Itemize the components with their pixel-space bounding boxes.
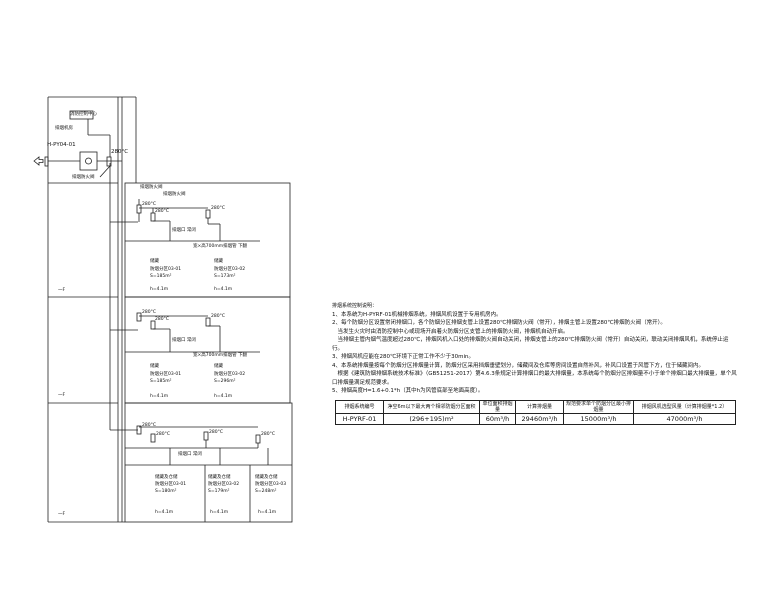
table-header: 排烟风机选型风量（计算排烟量*1.2） (633, 399, 736, 414)
floor3-temp-2: 280°C (156, 432, 170, 437)
zone-area: S=296m² (214, 379, 236, 384)
zone-id: 防烟分区03-02 (214, 372, 246, 377)
table-header: 净空6m以下最大两个相邻防烟分区面积 (383, 399, 480, 414)
note-line: 根据《建筑防烟排烟系统技术标准》（GB51251-2017）第4.6.3条规定计… (332, 371, 737, 386)
fan-room-label: 排烟机房 (55, 126, 73, 131)
fire-damper-label: 排烟防火阀 (72, 175, 95, 180)
zone-height: h=4.1m (210, 510, 229, 515)
table-header-row: 排烟系统编号 净空6m以下最大两个相邻防烟分区面积 单位面积排烟量 计算排烟量 … (335, 399, 736, 414)
floor2-duct-size: 宽×高700mm排烟管 下翻 (193, 353, 248, 358)
control-center-label: 消防控制中心 (70, 112, 97, 117)
zone-area: S=248m² (255, 489, 277, 494)
zone-height: h=4.1m (150, 394, 169, 399)
floor3-outlet-note: 排烟口 常闭 (178, 452, 202, 457)
table-header: 单位面积排烟量 (479, 399, 516, 414)
table-header: 排烟系统编号 (335, 399, 384, 414)
damper-temp-label: 280°C (111, 149, 129, 155)
table-cell: 29460m³/h (515, 412, 564, 425)
zone-area: S=185m² (150, 274, 172, 279)
floor1-damper-label-2: 排烟防火阀 (163, 192, 186, 197)
zone-id: 防烟分区03-01 (150, 267, 182, 272)
zone-name: 储藏 (150, 364, 159, 369)
zone-name: 储藏 (214, 364, 223, 369)
note-line: 5、排烟高度H=1.6+0.1*h（其中h为风管底部至地面高度）。 (332, 388, 484, 394)
note-line: 3、排烟风机应能在280℃环境下正常工作不少于30min。 (332, 354, 475, 360)
table-cell: 60m³/h (479, 412, 516, 425)
zone-id: 防烟分区03-01 (150, 372, 182, 377)
zone-area: S=173m² (214, 274, 236, 279)
zone-name: 储藏及仓储 (155, 475, 178, 480)
zone-id: 防烟分区03-02 (214, 267, 246, 272)
floor2-temp-2: 280°C (155, 317, 169, 322)
control-notes: 排烟系统控制说明： 1、本系统为H-PYRF-01机械排烟系统，排烟风机设置于专… (332, 302, 737, 425)
floor2-temp-3: 280°C (211, 314, 225, 319)
table-header: 计算排烟量 (515, 399, 564, 414)
floor3-temp-1: 280°C (142, 423, 156, 428)
note-line: 当排烟主管内烟气温度超过280℃，排烟风机入口处的排烟防火阀自动关闭，排烟支管上… (332, 337, 729, 352)
floor1-label: 一F (58, 288, 66, 293)
note-line: 4、本系统排烟量按每个防烟分区排烟量计算，防烟分区采用挡烟垂壁划分，储藏间及仓库… (332, 362, 705, 369)
zone-name: 储藏及仓储 (208, 475, 231, 480)
note-line: 2、每个防烟分区设置常闭排烟口，各个防烟分区排烟支管上设置280℃排烟防火阀（常… (332, 320, 666, 326)
note-line: 1、本系统为H-PYRF-01机械排烟系统，排烟风机设置于专用机房内。 (332, 311, 502, 318)
floor2-temp-1: 280°C (142, 310, 156, 315)
table-cell: (296+195)m² (383, 412, 480, 425)
zone-height: h=4.1m (214, 394, 233, 399)
floor1-duct-size: 宽×高700mm排烟管 下翻 (193, 244, 248, 249)
table-header: 规范要求单个防烟分区最小排烟量 (563, 399, 634, 414)
zone-name: 储藏及仓储 (255, 475, 278, 480)
floor2-label: 一F (58, 393, 66, 398)
table-cell: 47000m³/h (633, 412, 736, 425)
notes-title: 排烟系统控制说明： (332, 303, 378, 309)
table-cell: H-PYRF-01 (335, 412, 384, 425)
floor1-temp-2: 280°C (155, 209, 169, 214)
zone-name: 储藏 (214, 259, 223, 264)
floor2-outlet-note: 排烟口 常闭 (172, 338, 196, 343)
zone-id: 防烟分区03-02 (208, 482, 240, 487)
zone-area: S=185m² (150, 379, 172, 384)
zone-area: S=180m² (155, 489, 177, 494)
floor1-outlet-note: 排烟口 常闭 (172, 228, 196, 233)
zone-height: h=4.1m (258, 510, 277, 515)
floor1-damper-label: 排烟防火阀 (140, 185, 163, 190)
table-row: H-PYRF-01 (296+195)m² 60m³/h 29460m³/h 1… (335, 412, 736, 425)
note-line: 当发生火灾时由消防控制中心或现场开启着火防烟分区支管上的排烟防火阀，排烟机自动开… (332, 328, 569, 335)
zone-height: h=4.1m (214, 287, 233, 292)
zone-name: 储藏 (150, 259, 159, 264)
floor3-temp-3: 280°C (209, 430, 223, 435)
floor1-temp-1: 280°C (142, 202, 156, 207)
floor3-temp-4: 280°C (261, 432, 275, 437)
table-cell: 15000m³/h (563, 412, 634, 425)
smoke-exhaust-table: 排烟系统编号 净空6m以下最大两个相邻防烟分区面积 单位面积排烟量 计算排烟量 … (335, 399, 736, 425)
fan-tag: H-PY04-01 (47, 142, 76, 148)
floor1-temp-3: 280°C (211, 206, 225, 211)
zone-height: h=4.1m (150, 287, 169, 292)
floor3-label: 一F (58, 512, 66, 517)
zone-id: 防烟分区03-03 (255, 482, 287, 487)
zone-id: 防烟分区03-01 (155, 482, 187, 487)
zone-height: h=4.1m (155, 510, 174, 515)
zone-area: S=179m² (208, 489, 230, 494)
